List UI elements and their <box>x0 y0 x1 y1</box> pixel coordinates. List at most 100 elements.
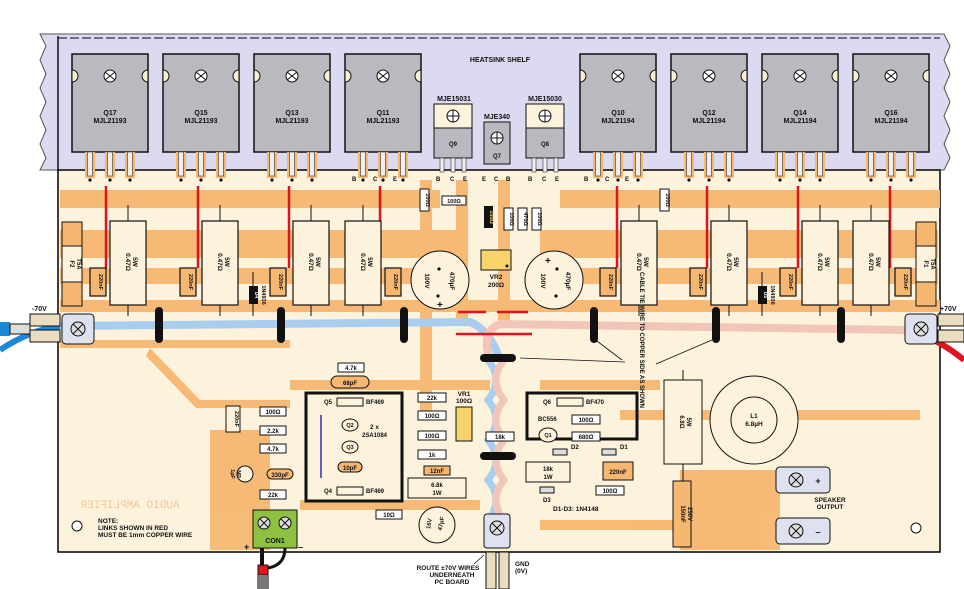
emitter-resistor <box>292 220 330 306</box>
emitter-resistor-rating: 5W <box>366 257 373 268</box>
q17-ref: Q17 <box>103 110 116 117</box>
q15-ref: Q15 <box>194 110 207 117</box>
emitter-resistor-value: 0.47Ω <box>307 253 314 271</box>
diode-d4: D4 1N4936 <box>249 272 266 316</box>
bypass-cap <box>179 267 197 297</box>
l1-value: 6.8µH <box>745 421 763 428</box>
rail-cap-right-value: 470µF <box>564 272 571 291</box>
r-6k8: 6.8k <box>431 483 443 489</box>
r-22k-input: 22k <box>268 493 279 499</box>
emitter-resistor-value: 0.47Ω <box>359 253 366 271</box>
cap-plus-icon: + <box>545 256 551 267</box>
c-47uf: 47µF <box>438 516 446 531</box>
con1-ref: CON1 <box>265 538 285 545</box>
q11-pin-b: B <box>352 177 357 183</box>
q8-ref: Q8 <box>541 142 550 148</box>
q13-part: MJL21193 <box>275 118 308 125</box>
driver-transistor-q8: MJE15030 Q8 B C E <box>525 96 565 183</box>
emitter-resistor-value: 0.47Ω <box>725 253 732 271</box>
speaker-output: + SPEAKER OUTPUT – <box>775 466 846 545</box>
q9-pin-e: E <box>463 177 467 183</box>
note-line-1: NOTE: <box>98 518 118 525</box>
output-transistors-left: Q17MJL21193Q15MJL21193Q13MJL21193Q11MJL2… <box>71 53 422 182</box>
con1-minus: – <box>298 542 303 552</box>
route-note-1: ROUTE ±70V WIRES <box>417 565 480 572</box>
q8-pin-b: B <box>528 177 533 183</box>
q11-ref: Q11 <box>377 110 390 117</box>
d4-part: 1N4936 <box>260 285 266 304</box>
d5-part: 1N4936 <box>769 285 775 304</box>
rail-capacitor-left: + 100V 470µF <box>410 250 470 311</box>
gnd-label-0v: (0V) <box>515 568 527 575</box>
output-transistors-right: Q10MJL21194Q12MJL21194Q14MJL21194Q16MJL2… <box>579 53 930 182</box>
c-1uf: 1µF <box>229 469 235 479</box>
negative-supply-lug: -70V <box>0 306 95 345</box>
emitter-resistor <box>344 220 382 306</box>
cable-tie-note-text: CABLE TIE WIRE TO COPPER SIDE AS SHOWN <box>638 272 644 408</box>
q1-ref: Q1 <box>544 433 551 439</box>
r-1k: 1k <box>429 453 436 459</box>
r-100-vas: 100Ω <box>579 418 594 424</box>
speaker-minus-label: – <box>815 527 820 537</box>
q9-part-label: MJE15031 <box>437 96 471 103</box>
q3-ref: Q3 <box>346 445 353 451</box>
bypass-cap-value: 220nF <box>902 274 908 291</box>
bias-r7: 100Ω <box>664 193 670 207</box>
q4-part: BF469 <box>366 489 385 495</box>
emitter-resistor-rating: 5W <box>223 257 230 268</box>
r-18k-1w-rating: 1W <box>544 475 553 481</box>
emitter-resistor-value: 0.47Ω <box>867 253 874 271</box>
r-100-vas-b: 100Ω <box>603 489 618 495</box>
red-links-center <box>456 310 532 336</box>
q9-pin-b: B <box>436 177 441 183</box>
r-4k7-top: 4.7k <box>345 366 357 372</box>
r-6k8-rating: 1W <box>433 491 442 497</box>
diode-note: D1-D3: 1N4148 <box>553 506 599 513</box>
q6-ref: Q6 <box>543 400 552 406</box>
q7-ref: Q7 <box>493 154 502 160</box>
l1-ref: L1 <box>750 413 758 420</box>
note-line-3: MUST BE 1mm COPPER WIRE <box>98 532 193 539</box>
q6-part: BF470 <box>586 400 605 406</box>
zobel-r-value: 6.8Ω <box>678 415 684 428</box>
input-connector-con1: CON1 + – <box>244 509 303 589</box>
q10-pin-b: B <box>584 177 589 183</box>
q7-part-label: MJE340 <box>484 114 510 121</box>
cap-plus-icon: + <box>437 300 443 311</box>
q7-pin-e: E <box>482 177 486 183</box>
d4-ref: D4 <box>253 292 259 299</box>
bias-resistors: 100Ω 100Ω 100Ω 100Ω 470Ω 100Ω 100Ω <box>419 188 670 231</box>
emitter-resistor-value: 0.47Ω <box>635 253 642 271</box>
input-stage: 4.7k 68pF Q5 BF469 Q2 2 x 2SA1084 Q3 10p… <box>225 362 473 544</box>
bypass-cap <box>89 267 107 297</box>
bypass-cap-value: 220nF <box>97 274 103 291</box>
d2-ref: D2 <box>571 445 579 451</box>
emitter-resistor-rating: 5W <box>642 257 649 268</box>
positive-supply-label: +70V <box>940 306 957 313</box>
route-note-2: UNDERNEATH <box>429 572 474 579</box>
bypass-cap <box>689 267 707 297</box>
route-note-3: PC BOARD <box>435 579 470 586</box>
emitter-resistor-value: 0.47Ω <box>816 253 823 271</box>
r-100b: 100Ω <box>425 434 440 440</box>
emitter-resistor <box>852 220 890 306</box>
q17-part: MJL21193 <box>93 118 126 125</box>
vr1-ref: VR1 <box>458 391 471 398</box>
q12-ref: Q12 <box>702 110 715 117</box>
pair-part: 2SA1084 <box>362 433 388 439</box>
q11-pin-e: E <box>393 177 397 183</box>
f2-ref: F2 <box>68 260 74 268</box>
positive-supply-lug: +70V <box>904 306 964 345</box>
r-18k: 18k <box>495 435 506 441</box>
